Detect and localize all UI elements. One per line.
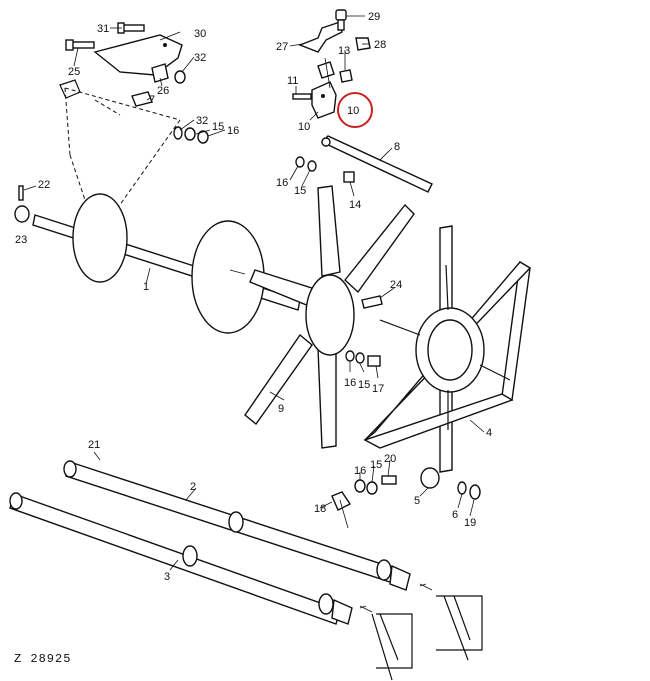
callout-18: 18 [314, 503, 326, 515]
callout-15-mid: 15 [294, 185, 306, 197]
arm-up [317, 185, 341, 277]
callout-16-mid: 16 [276, 177, 288, 189]
shaft-assembly-1 [14, 185, 301, 334]
key-24 [361, 295, 383, 309]
arm-down [317, 345, 337, 449]
clip-27 [298, 21, 343, 53]
washer-15-bottom [366, 481, 378, 495]
cross-bar-8 [320, 135, 433, 193]
lower-shaft-2 [63, 460, 411, 591]
disc-front [72, 193, 128, 283]
callout-25: 25 [68, 66, 80, 78]
callout-7: 7 [149, 94, 155, 106]
clamp-7 [131, 91, 153, 107]
end-detail-right [419, 583, 483, 661]
nut-19 [469, 484, 481, 500]
bolt-17 [367, 355, 381, 367]
hub-plate [305, 274, 355, 356]
beater-star-9 [244, 185, 415, 449]
callout-13: 13 [338, 45, 350, 57]
callout-labels: 31 30 25 32 26 7 32 15 16 29 27 28 13 11… [15, 11, 492, 583]
washer-15-low [355, 352, 365, 364]
callout-1: 1 [143, 281, 149, 293]
nut-16-mid [295, 156, 305, 168]
callout-3: 3 [164, 571, 170, 583]
callout-6: 6 [452, 509, 458, 521]
bracket-plate-30 [93, 34, 183, 76]
bolt-25 [71, 41, 95, 49]
callout-15-upper: 15 [212, 121, 224, 133]
figure-id-label: Z 28925 [14, 652, 72, 666]
reel-frame-4 [363, 225, 532, 473]
callout-15-bottom: 15 [370, 459, 382, 471]
shaft-3 [9, 493, 341, 625]
bearing-23 [14, 205, 30, 223]
callout-30: 30 [194, 28, 206, 40]
washer-6 [457, 481, 467, 495]
bolt-14 [343, 171, 355, 183]
washer-15-upper [184, 127, 196, 141]
arm-lower-left [244, 333, 313, 426]
upper-left-bracket-assembly [59, 22, 209, 241]
callout-27: 27 [276, 41, 288, 53]
callout-26: 26 [157, 85, 169, 97]
upper-right-linkage [292, 9, 371, 119]
washer-15-mid [307, 160, 317, 172]
callout-4: 4 [486, 427, 492, 439]
callout-16-low: 16 [344, 377, 356, 389]
callout-23: 23 [15, 234, 27, 246]
callout-22: 22 [38, 179, 50, 191]
nut-16-low [345, 350, 355, 362]
callout-19: 19 [464, 517, 476, 529]
bolt-29 [335, 9, 347, 21]
callout-14: 14 [349, 199, 361, 211]
bolt-31 [121, 24, 145, 32]
washer-32-top [174, 70, 186, 84]
bar-8 [320, 135, 433, 193]
clip-18 [331, 491, 352, 511]
nut-16-bottom [354, 479, 366, 493]
callout-32-top: 32 [194, 52, 206, 64]
callout-31: 31 [97, 23, 109, 35]
nut-16-upper [197, 130, 209, 144]
bolt-20 [381, 475, 397, 485]
callout-10-left: 10 [298, 121, 310, 133]
nut-26 [151, 63, 169, 83]
callout-16-bottom: 16 [354, 465, 366, 477]
bolt-11 [292, 93, 312, 100]
callout-9: 9 [278, 403, 284, 415]
pin-22 [18, 185, 24, 201]
callout-11: 11 [287, 75, 298, 87]
callout-8: 8 [394, 141, 400, 153]
washer-32-lower [173, 126, 183, 140]
bushing-5 [420, 467, 440, 489]
callout-21: 21 [88, 439, 100, 451]
highlight-circle[interactable] [337, 92, 373, 128]
callout-17: 17 [372, 383, 384, 395]
end-detail-left [359, 605, 413, 681]
callout-16-upper: 16 [227, 125, 239, 137]
leader-lines [23, 15, 485, 571]
callout-5: 5 [414, 495, 420, 507]
callout-20: 20 [384, 453, 396, 465]
callout-2: 2 [190, 481, 196, 493]
callout-24: 24 [390, 279, 402, 291]
callout-32-lower: 32 [196, 115, 208, 127]
nut-13 [339, 69, 353, 83]
callout-29: 29 [368, 11, 380, 23]
bracket-10 [311, 81, 337, 119]
arm-upper-right [344, 203, 415, 294]
callout-15-low: 15 [358, 379, 370, 391]
lower-shaft-3 [9, 492, 353, 625]
callout-10-highlighted[interactable]: 10 [347, 105, 359, 117]
callout-28: 28 [374, 39, 386, 51]
